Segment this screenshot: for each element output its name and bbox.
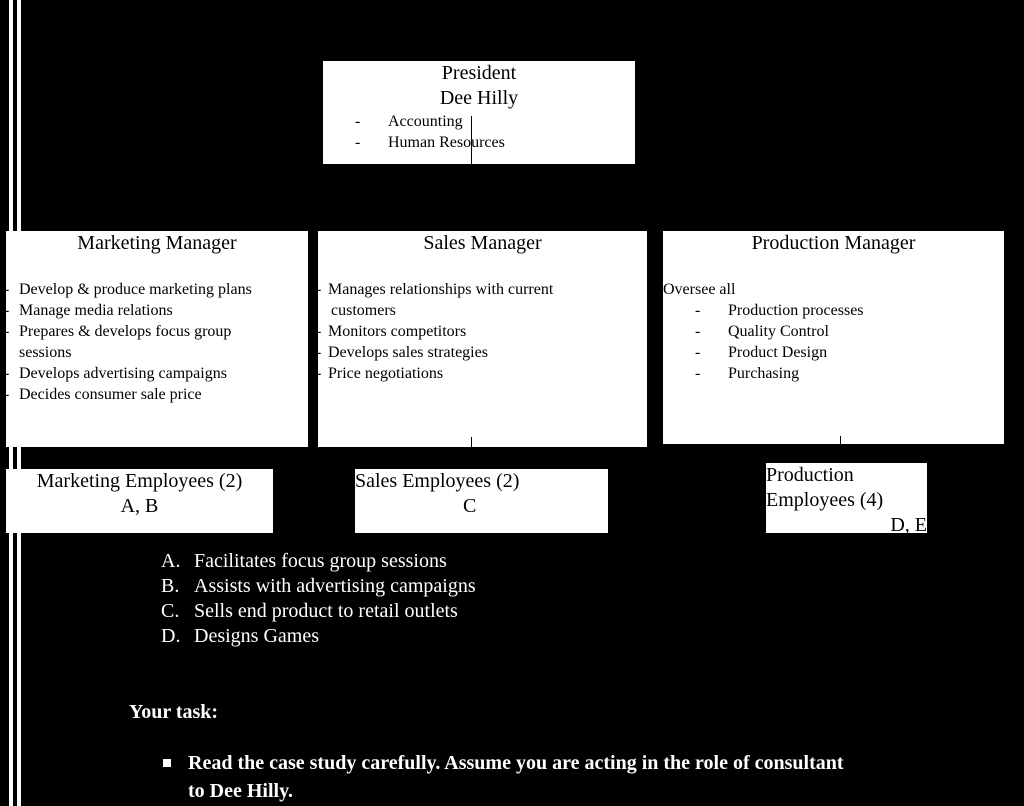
marketing-employees-title: Marketing Employees (2) (36, 470, 243, 492)
sales-employees-box: Sales Employees (2) C (355, 469, 608, 533)
role-key-item: D.Designs Games (161, 625, 319, 647)
duty-line: -Manage media relations (4, 302, 173, 319)
marketing-employees-roles: A, B (120, 495, 159, 517)
role-key-item: B.Assists with advertising campaigns (161, 575, 476, 597)
marketing-manager-box: Marketing Manager -Develop & produce mar… (4, 231, 308, 447)
president-name: Dee Hilly (439, 87, 519, 109)
task-heading: Your task: (129, 701, 219, 723)
duty-line: -Product Design (695, 344, 828, 361)
sales-employees-title: Sales Employees (2) (355, 470, 520, 492)
connector-line (471, 437, 472, 447)
production-manager-box: Production Manager Oversee all -Producti… (663, 231, 1004, 444)
production-employees-title: Production (766, 464, 854, 486)
role-key-item: C.Sells end product to retail outlets (161, 600, 458, 622)
marketing-employees-box: Marketing Employees (2) A, B (6, 469, 273, 533)
production-employees-title-2: Employees (4) (766, 489, 884, 511)
square-bullet-icon (163, 759, 171, 767)
duty-line: sessions (19, 344, 72, 361)
sales-manager-title: Sales Manager (423, 232, 542, 254)
production-employees-roles: D, E (890, 514, 927, 533)
duty-line: -Manages relationships with current (316, 281, 554, 298)
duty-line: -Develop & produce marketing plans (4, 281, 252, 298)
duty-line: -Purchasing (695, 365, 800, 382)
marketing-manager-title: Marketing Manager (77, 232, 237, 254)
duty-line: -Price negotiations (316, 365, 444, 382)
president-box: President Dee Hilly - Accounting - Human… (323, 61, 635, 164)
duty-line: -Develops advertising campaigns (4, 365, 227, 382)
duty-line: -Monitors competitors (316, 323, 467, 340)
president-title: President (441, 62, 517, 84)
duty-line: customers (331, 302, 396, 319)
role-key-item: A.Facilitates focus group sessions (161, 550, 447, 572)
duty-line: -Develops sales strategies (316, 344, 488, 361)
connector-line (840, 436, 841, 444)
duty-line: -Quality Control (695, 323, 829, 340)
task-item: Read the case study carefully. Assume yo… (163, 749, 988, 805)
sales-employees-roles: C (463, 495, 477, 517)
role-key-list: A.Facilitates focus group sessions B.Ass… (161, 549, 641, 649)
connector-line (471, 116, 472, 164)
duty-line: -Prepares & develops focus group (4, 323, 232, 340)
duty-line: -Production processes (695, 302, 864, 319)
production-manager-title: Production Manager (751, 232, 916, 254)
production-intro: Oversee all (663, 281, 736, 298)
production-employees-box: Production Employees (4) D, E (766, 463, 927, 533)
sales-manager-box: Sales Manager -Manages relationships wit… (316, 231, 647, 447)
duty-line: -Decides consumer sale price (4, 386, 202, 403)
